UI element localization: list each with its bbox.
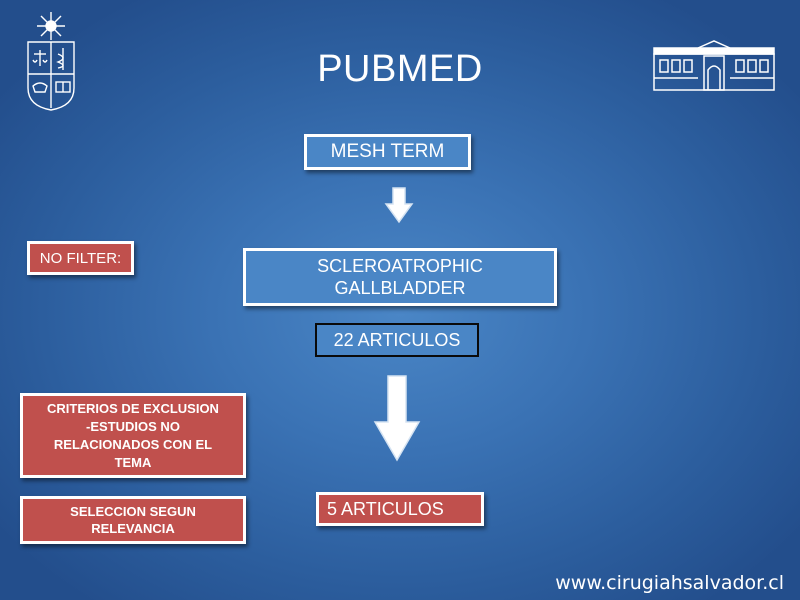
seleccion-relevancia-box: SELECCION SEGUN RELEVANCIA — [20, 496, 246, 544]
criterios-exclusion-box: CRITERIOS DE EXCLUSION -ESTUDIOS NO RELA… — [20, 393, 246, 478]
scleroatrophic-gallbladder-box: SCLEROATROPHIC GALLBLADDER — [243, 248, 557, 306]
down-arrow-icon — [384, 187, 414, 224]
seleccion-line-1: SELECCION SEGUN — [70, 504, 196, 519]
sclero-line-2: GALLBLADDER — [334, 278, 466, 298]
down-arrow-icon — [373, 375, 421, 462]
university-crest-logo — [27, 12, 75, 111]
mesh-term-box: MESH TERM — [304, 134, 471, 170]
sclero-line-1: SCLEROATROPHIC — [317, 256, 483, 276]
criterios-line-2: -ESTUDIOS NO — [86, 418, 180, 434]
no-filter-box: NO FILTER: — [27, 241, 134, 275]
articulos-22-box: 22 ARTICULOS — [315, 323, 479, 357]
articulos-5-box: 5 ARTICULOS — [316, 492, 484, 526]
hospital-building-logo — [653, 40, 775, 91]
footer-url: www.cirugiahsalvador.cl — [555, 572, 784, 594]
criterios-line-4: TEMA — [114, 454, 152, 470]
criterios-line-3: RELACIONADOS CON EL — [53, 436, 213, 452]
seleccion-line-2: RELEVANCIA — [91, 521, 175, 536]
page-title: PUBMED — [317, 48, 483, 90]
criterios-line-1: CRITERIOS DE EXCLUSION — [47, 400, 219, 416]
